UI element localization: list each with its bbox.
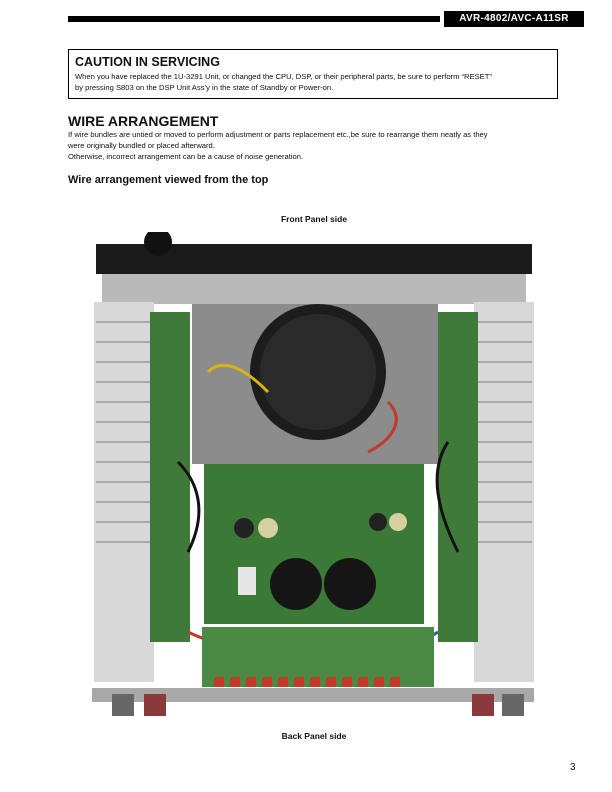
- header-model-title: AVR-4802/AVC-A11SR: [444, 11, 584, 27]
- caution-text: When you have replaced the 1U-3291 Unit,…: [75, 71, 551, 93]
- caution-title: CAUTION IN SERVICING: [75, 55, 220, 69]
- caution-box: CAUTION IN SERVICING When you have repla…: [68, 49, 558, 99]
- wire-line-2: were originally bundled or placed afterw…: [68, 141, 215, 150]
- figure-title: Wire arrangement viewed from the top: [68, 174, 269, 186]
- caution-line-2: by pressing S803 on the DSP Unit Ass’y i…: [75, 83, 334, 92]
- page-number: 3: [570, 762, 576, 773]
- front-panel-caption: Front Panel side: [280, 214, 348, 224]
- header-rule: [68, 16, 440, 22]
- wire-line-3: Otherwise, incorrect arrangement can be …: [68, 152, 304, 161]
- wire-arrangement-title: WIRE ARRANGEMENT: [68, 113, 219, 129]
- wire-arrangement-text: If wire bundles are untied or moved to p…: [68, 129, 568, 162]
- amplifier-top-view-photo: [92, 232, 534, 716]
- back-panel-caption: Back Panel side: [281, 731, 347, 741]
- caution-line-1: When you have replaced the 1U-3291 Unit,…: [75, 72, 492, 81]
- wire-line-1: If wire bundles are untied or moved to p…: [68, 130, 488, 139]
